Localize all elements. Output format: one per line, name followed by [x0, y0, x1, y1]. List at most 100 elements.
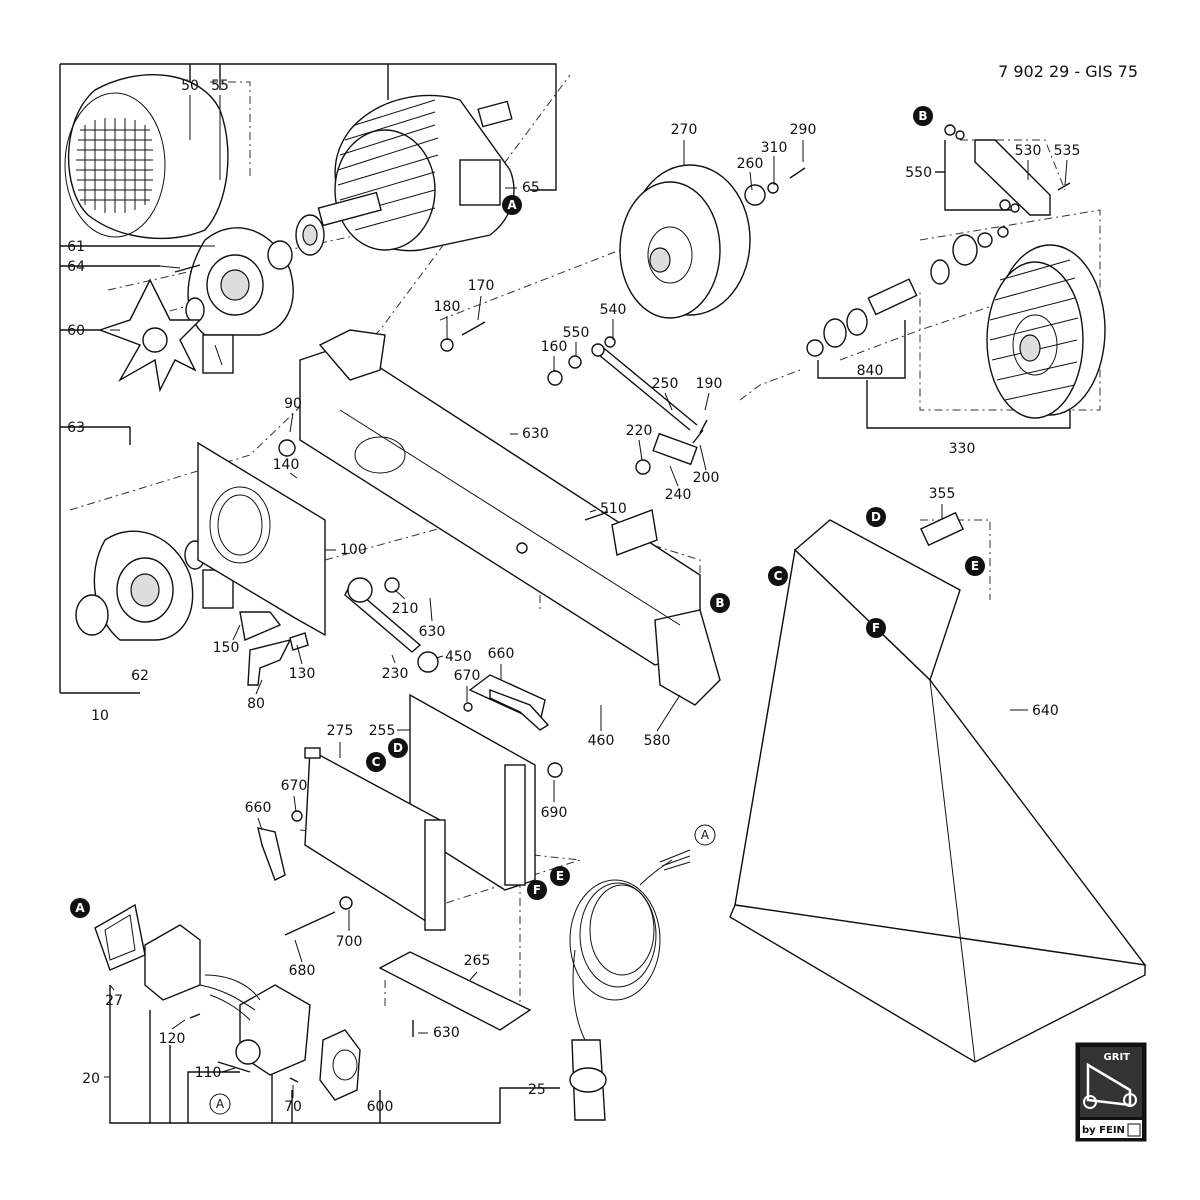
leader-line: [255, 679, 263, 695]
marker-letter: E: [971, 559, 979, 573]
part-label: 690: [541, 805, 568, 821]
part-label: 100: [340, 542, 367, 558]
marker-letter: C: [372, 755, 381, 769]
fan: [97, 278, 234, 393]
part-label: 130: [289, 666, 316, 682]
marker-letter: D: [393, 741, 403, 755]
part-label: 630: [433, 1025, 460, 1041]
dust-chute: [729, 511, 1147, 1063]
part-label: 670: [281, 778, 308, 794]
part-label: 60: [67, 323, 85, 339]
leader-line: [749, 171, 753, 191]
leader-lines: [104, 95, 1068, 1098]
marker-letter: B: [715, 596, 724, 610]
part-label: 200: [693, 470, 720, 486]
leader-line: [394, 589, 406, 600]
document-number: 7 902 29 - GIS 75: [998, 62, 1138, 81]
drive-wheel: [619, 164, 806, 319]
part-label: 290: [790, 122, 817, 138]
leader-line: [294, 939, 303, 963]
marker-a: A: [209, 1093, 231, 1115]
part-label: 355: [929, 486, 956, 502]
leader-line: [435, 655, 444, 659]
part-label: 550: [563, 325, 590, 341]
part-label: 90: [284, 396, 302, 412]
side-cover: [291, 747, 446, 932]
part-label: 120: [159, 1031, 186, 1047]
mounting-plate: [197, 439, 326, 686]
part-label: 210: [392, 601, 419, 617]
marker-letter: A: [75, 901, 85, 915]
part-label: 70: [284, 1099, 302, 1115]
part-label: 55: [211, 78, 229, 94]
part-label: 250: [652, 376, 679, 392]
part-label: 64: [67, 259, 85, 275]
leader-line: [704, 392, 710, 411]
leader-line: [391, 654, 396, 664]
leader-line: [664, 392, 673, 411]
switch-assembly: [94, 903, 361, 1101]
marker-d: D: [866, 507, 886, 527]
part-label: 580: [644, 733, 671, 749]
part-label: 25: [528, 1082, 546, 1098]
idler-arm: [440, 321, 708, 521]
logo-maker-text: by FEIN: [1082, 1125, 1125, 1136]
marker-b: B: [913, 106, 933, 126]
motor-end-shield: [174, 214, 325, 336]
part-label: 190: [696, 376, 723, 392]
part-label: 535: [1054, 143, 1081, 159]
leader-line: [171, 1019, 186, 1030]
marker-a: A: [694, 824, 716, 846]
part-label: 670: [454, 668, 481, 684]
leader-line: [638, 439, 643, 461]
part-label: 550: [905, 165, 932, 181]
part-label: 63: [67, 420, 85, 436]
marker-letter: E: [556, 869, 564, 883]
base-plate: [378, 951, 532, 1037]
marker-c: C: [768, 566, 788, 586]
clamp-levers: [257, 577, 550, 936]
marker-d: D: [388, 738, 408, 758]
part-label: 260: [737, 156, 764, 172]
contact-wheel: [806, 124, 1106, 419]
part-label: 62: [131, 668, 149, 684]
leader-line: [589, 509, 597, 513]
marker-e: E: [965, 556, 985, 576]
part-label: 840: [857, 363, 884, 379]
part-label: 110: [195, 1065, 222, 1081]
logo-brand-text: GRIT: [1104, 1052, 1131, 1063]
part-label: 510: [600, 501, 627, 517]
part-label: 265: [464, 953, 491, 969]
leader-line: [477, 295, 482, 321]
marker-a: A: [502, 195, 522, 215]
machine-frame: [299, 329, 721, 706]
grit-logo: GRIT by FEIN: [1075, 1042, 1147, 1142]
leader-line: [669, 465, 679, 487]
part-label: 630: [522, 426, 549, 442]
part-label: 80: [247, 696, 265, 712]
part-label: 50: [181, 78, 199, 94]
part-label: 20: [82, 1071, 100, 1087]
part-label: 450: [445, 649, 472, 665]
part-label: 530: [1015, 143, 1042, 159]
leader-line: [257, 817, 263, 831]
part-label: 540: [600, 302, 627, 318]
part-label: 61: [67, 239, 85, 255]
part-label: 460: [588, 733, 615, 749]
part-label: 180: [434, 299, 461, 315]
part-label: 160: [541, 339, 568, 355]
part-label: 330: [949, 441, 976, 457]
leader-line: [221, 1067, 236, 1073]
part-label: 170: [468, 278, 495, 294]
part-label: 640: [1032, 703, 1059, 719]
part-label: 700: [336, 934, 363, 950]
leader-line: [699, 444, 707, 471]
part-label: 255: [369, 723, 396, 739]
part-label: 270: [671, 122, 698, 138]
leader-line: [296, 644, 303, 665]
leader-line: [429, 597, 433, 622]
